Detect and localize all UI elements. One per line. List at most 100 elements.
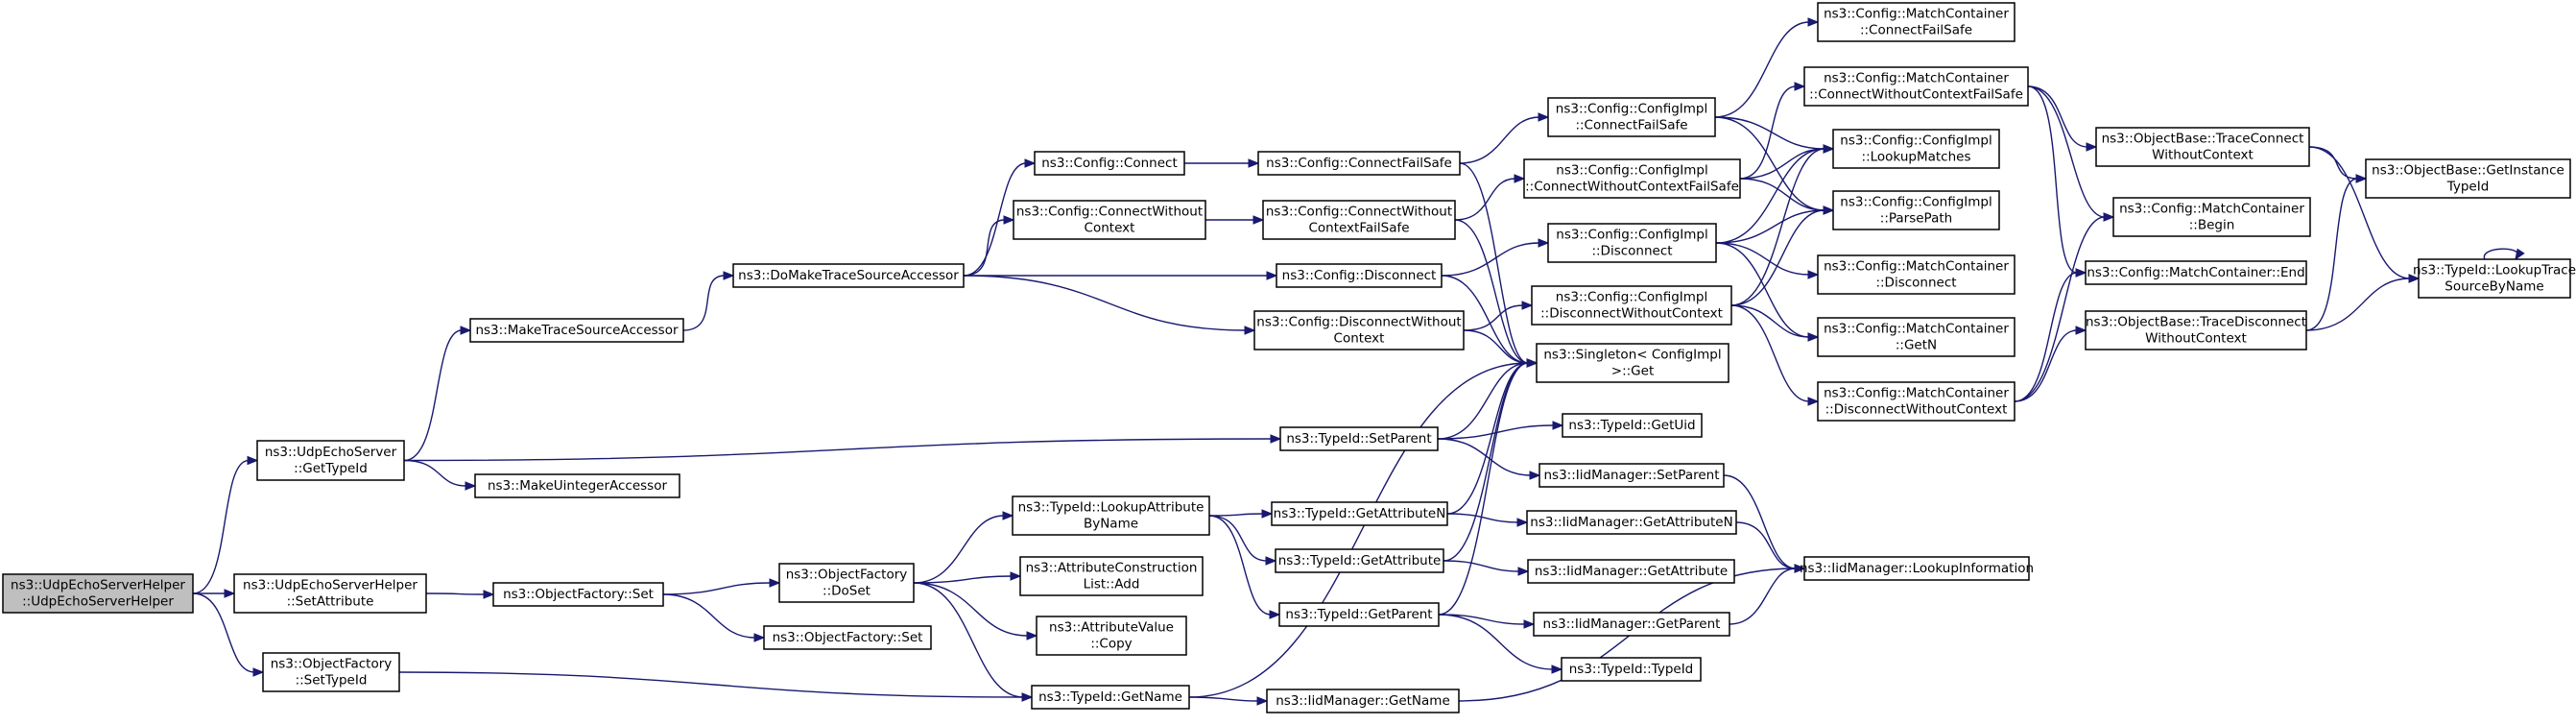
node-label: ::ConnectFailSafe [1860, 23, 1972, 38]
node-label: ns3::Config::ConnectWithout [1016, 205, 1203, 220]
node-ci-disconnect-wc[interactable]: ns3::Config::ConfigImpl::DisconnectWitho… [1531, 285, 1732, 326]
node-tid-get-name[interactable]: ns3::TypeId::GetName [1031, 685, 1190, 710]
node-ci-connect-wcfs[interactable]: ns3::Config::ConfigImpl::ConnectWithoutC… [1523, 158, 1741, 199]
edge-cfg-disconnect-wc-to-singleton-get [1463, 329, 1538, 368]
node-helper-set-attr[interactable]: ns3::UdpEchoServerHelper::SetAttribute [233, 573, 427, 614]
node-label: ns3::Config::ConnectFailSafe [1266, 156, 1452, 171]
node-label: SourceByName [2445, 279, 2543, 295]
node-label: ns3::Config::ConfigImpl [1556, 163, 1707, 179]
node-mc-end[interactable]: ns3::Config::MatchContainer::End [2085, 260, 2307, 285]
node-mc-get-n[interactable]: ns3::Config::MatchContainer::GetN [1817, 317, 2015, 357]
node-tid-get-attr-n[interactable]: ns3::TypeId::GetAttributeN [1271, 501, 1448, 526]
node-tid-set-parent[interactable]: ns3::TypeId::SetParent [1279, 426, 1439, 451]
node-of-set[interactable]: ns3::ObjectFactory::Set [492, 582, 664, 607]
edge-line [1438, 362, 1529, 616]
node-ci-lookup-matches[interactable]: ns3::Config::ConfigImpl::LookupMatches [1832, 129, 2000, 169]
edge-line [2308, 146, 2358, 180]
node-box [1832, 129, 2000, 169]
edge-line [2027, 85, 2078, 274]
edge-line [398, 671, 1024, 698]
edge-arrowhead [1269, 610, 1281, 619]
node-tid-get-uid[interactable]: ns3::TypeId::GetUid [1562, 413, 1703, 438]
node-iid-get-attr-n[interactable]: ns3::IidManager::GetAttributeN [1526, 510, 1737, 535]
node-mc-begin[interactable]: ns3::Config::MatchContainer::Begin [2112, 197, 2311, 237]
edge-do-make-tsa-to-cfg-disconnect-wc [963, 275, 1256, 335]
node-box [1561, 657, 1702, 682]
node-make-uia[interactable]: ns3::MakeUintegerAccessor [474, 473, 680, 498]
node-label: ns3::Config::MatchContainer [1824, 386, 2009, 401]
node-label: ns3::AttributeValue [1049, 620, 1174, 636]
edge-arrowhead [769, 578, 781, 588]
node-ci-disconnect[interactable]: ns3::Config::ConfigImpl::Disconnect [1547, 223, 1717, 263]
node-box [778, 563, 915, 603]
node-box [1531, 285, 1732, 326]
node-cfg-connect-wcfs[interactable]: ns3::Config::ConnectWithoutContextFailSa… [1262, 200, 1456, 240]
node-mc-connect-wcfs[interactable]: ns3::Config::MatchContainer::ConnectWith… [1803, 66, 2029, 107]
edge-line [1208, 515, 1268, 562]
node-iid-get-parent[interactable]: ns3::IidManager::GetParent [1533, 612, 1730, 637]
edge-do-make-tsa-to-cfg-disconnect [964, 271, 1278, 280]
edge-arrowhead [1010, 571, 1022, 581]
node-mc-disconnect-wc[interactable]: ns3::Config::MatchContainer::DisconnectW… [1817, 381, 2015, 422]
node-ob-trace-connect-wc[interactable]: ns3::ObjectBase::TraceConnectWithoutCont… [2095, 127, 2310, 167]
edge-line [425, 592, 486, 595]
node-box [233, 573, 427, 614]
node-of-do-set[interactable]: ns3::ObjectFactory::DoSet [778, 563, 915, 603]
edge-iid-get-attr-n-to-iid-lookup-info [1735, 521, 1806, 573]
node-cfg-connect-wc[interactable]: ns3::Config::ConnectWithoutContext [1013, 200, 1206, 240]
edge-arrowhead [1538, 112, 1550, 122]
edge-tid-get-attr-to-singleton-get [1443, 358, 1538, 562]
edge-line [662, 582, 772, 595]
node-root[interactable]: ns3::UdpEchoServerHelper::UdpEchoServerH… [2, 573, 194, 614]
node-of-set2[interactable]: ns3::ObjectFactory::Set [763, 625, 932, 650]
edge-of-do-set-to-av-copy [913, 582, 1038, 640]
edge-line [1443, 362, 1529, 562]
node-udp-get-type-id[interactable]: ns3::UdpEchoServer::GetTypeId [256, 440, 405, 481]
edge-line [1446, 362, 1529, 515]
node-box [469, 318, 684, 343]
edge-line [682, 275, 726, 331]
node-label: ns3::Config::Disconnect [1282, 268, 1437, 283]
edge-line [1454, 219, 1529, 364]
node-make-tsa[interactable]: ns3::MakeTraceSourceAccessor [469, 318, 684, 343]
node-ci-connect-fs[interactable]: ns3::Config::ConfigImpl::ConnectFailSafe [1547, 97, 1716, 137]
edge-ci-disconnect-wc-to-mc-get-n [1730, 304, 1820, 342]
node-iid-lookup-info[interactable]: ns3::IidManager::LookupInformation [1800, 556, 2034, 581]
edge-root-to-udp-get-type-id [192, 455, 259, 594]
node-cfg-connect-fs[interactable]: ns3::Config::ConnectFailSafe [1257, 151, 1461, 176]
node-tid-get-parent[interactable]: ns3::TypeId::GetParent [1278, 602, 1440, 627]
node-box [2365, 158, 2571, 199]
node-cfg-disconnect-wc[interactable]: ns3::Config::DisconnectWithoutContext [1253, 310, 1465, 350]
edge-ci-disconnect-wc-to-ci-parse-path [1730, 205, 1835, 306]
node-singleton-get[interactable]: ns3::Singleton< ConfigImpl >::Get [1536, 343, 1729, 383]
node-label: ns3::Config::MatchContainer::End [2087, 265, 2304, 280]
node-label: ns3::TypeId::TypeId [1569, 662, 1694, 677]
edge-arrowhead [2075, 326, 2087, 335]
edge-udp-get-type-id-to-make-tsa [403, 326, 472, 462]
node-mc-disconnect[interactable]: ns3::Config::MatchContainer::Disconnect [1817, 254, 2015, 295]
node-iid-get-name[interactable]: ns3::IidManager::GetName [1266, 689, 1460, 713]
edge-line [1459, 116, 1540, 164]
edge-line [662, 593, 756, 639]
node-tid-get-attr[interactable]: ns3::TypeId::GetAttribute [1275, 548, 1444, 573]
node-of-set-type-id[interactable]: ns3::ObjectFactory::SetTypeId [262, 652, 400, 692]
node-label: ns3::Config::MatchContainer [1824, 71, 2009, 86]
node-cfg-disconnect[interactable]: ns3::Config::Disconnect [1276, 263, 1443, 288]
node-iid-get-attr[interactable]: ns3::IidManager::GetAttribute [1527, 559, 1735, 584]
node-label: ns3::Config::ConfigImpl [1556, 102, 1707, 117]
node-do-make-tsa[interactable]: ns3::DoMakeTraceSourceAccessor [732, 263, 965, 288]
node-iid-set-parent[interactable]: ns3::IidManager::SetParent [1538, 463, 1725, 488]
edge-arrowhead [1807, 397, 1820, 406]
node-cfg-connect[interactable]: ns3::Config::Connect [1034, 151, 1185, 176]
edge-tid-get-parent-to-tid-type-id [1438, 614, 1563, 674]
node-ci-parse-path[interactable]: ns3::Config::ConfigImpl::ParsePath [1832, 190, 2000, 230]
node-tid-type-id[interactable]: ns3::TypeId::TypeId [1561, 657, 1702, 682]
node-ob-trace-disconnect-wc[interactable]: ns3::ObjectBase::TraceDisconnectWithoutC… [2085, 310, 2307, 350]
node-av-copy[interactable]: ns3::AttributeValue::Copy [1036, 616, 1187, 656]
node-mc-connect-fs[interactable]: ns3::Config::MatchContainer::ConnectFail… [1817, 2, 2015, 42]
edge-mc-disconnect-wc-to-ob-trace-disconnect-wc [2014, 326, 2087, 402]
